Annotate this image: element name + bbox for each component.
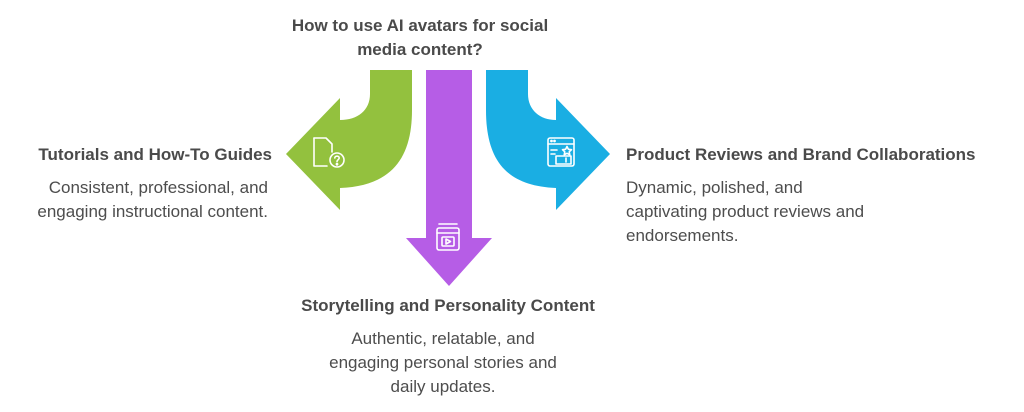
video-play-icon	[436, 223, 460, 251]
center-down-arrow	[406, 70, 492, 286]
right-branch-heading: Product Reviews and Brand Collaborations	[626, 145, 976, 164]
center-branch-heading: Storytelling and Personality Content	[301, 296, 595, 315]
left-branch-heading: Tutorials and How-To Guides	[38, 145, 272, 164]
left-branch-description: Consistent, professional, and engaging i…	[37, 178, 268, 221]
right-branch-description: Dynamic, polished, and captivating produ…	[626, 178, 865, 245]
document-question-icon	[313, 137, 345, 168]
center-branch-description: Authentic, relatable, and engaging perso…	[329, 329, 557, 396]
left-curved-arrow	[286, 70, 412, 210]
diagram-title: How to use AI avatars for social media c…	[291, 16, 549, 59]
browser-star-icon	[547, 137, 575, 167]
